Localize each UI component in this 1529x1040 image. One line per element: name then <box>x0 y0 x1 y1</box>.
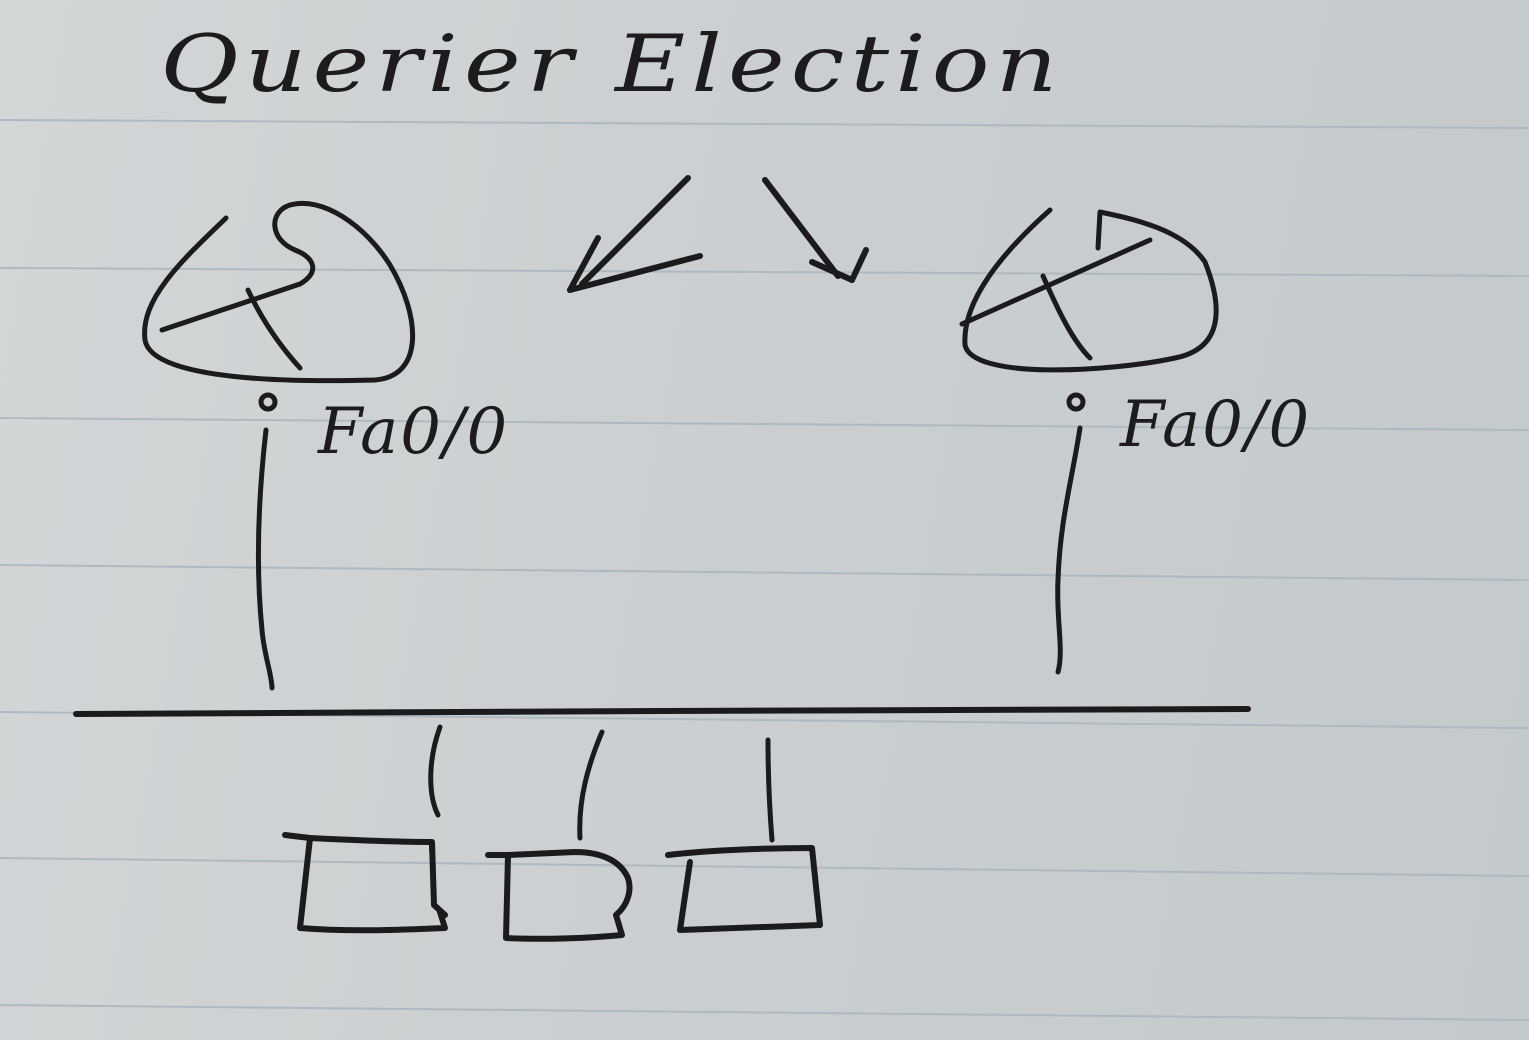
host-3-icon <box>665 845 823 933</box>
router-left-icon <box>142 201 415 412</box>
link-right-router-to-lan <box>1055 425 1083 675</box>
link-left-router-to-lan <box>256 427 275 691</box>
router-left-interface-label: Fa0/0 <box>318 395 510 469</box>
host-links <box>428 724 775 843</box>
host-2-icon <box>485 849 633 942</box>
host-1-icon <box>282 832 448 934</box>
diagram-title: Querier Election <box>160 18 1064 110</box>
lan-segment <box>73 706 1251 717</box>
arrow-left <box>567 175 703 293</box>
router-right-icon <box>959 207 1219 412</box>
ruled-lines <box>0 119 1529 1021</box>
arrow-right <box>762 177 869 283</box>
router-right-interface-label: Fa0/0 <box>1120 388 1312 462</box>
